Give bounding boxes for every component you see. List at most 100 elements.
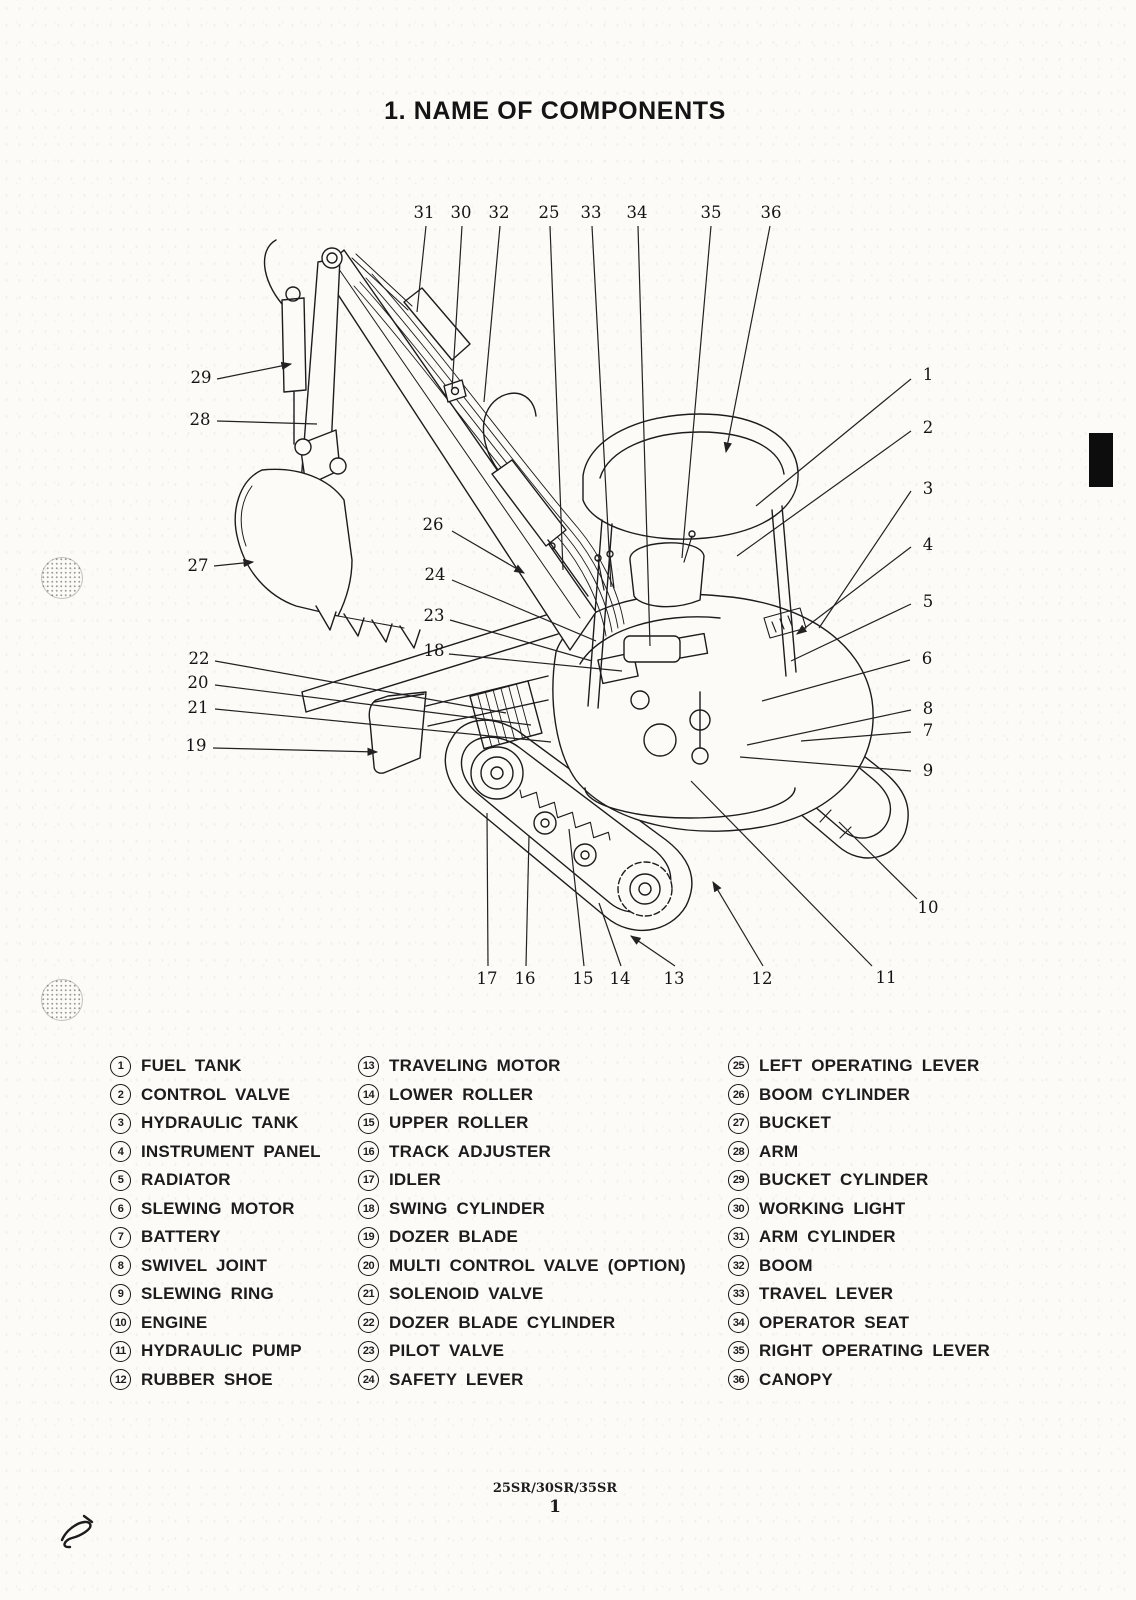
item-number-badge: 18 (358, 1198, 379, 1220)
item-number-badge: 2 (110, 1084, 131, 1106)
item-number-badge: 28 (728, 1141, 749, 1163)
item-label: MULTI CONTROL VALVE (OPTION) (389, 1255, 686, 1275)
callout-number: 20 (187, 672, 209, 692)
item-number-badge: 17 (358, 1169, 379, 1191)
item-label: BUCKET CYLINDER (759, 1170, 929, 1190)
item-number-badge: 34 (728, 1312, 749, 1334)
callout-number: 16 (514, 968, 536, 988)
punch-hole (41, 557, 83, 599)
item-label: SLEWING MOTOR (141, 1198, 295, 1218)
item-number-badge: 5 (110, 1169, 131, 1191)
item-label: UPPER ROLLER (389, 1113, 529, 1133)
machine-drawing (234, 239, 909, 932)
item-label: ENGINE (141, 1312, 208, 1332)
item-number-badge: 8 (110, 1255, 131, 1277)
leader-lines (212, 225, 918, 967)
item-label: INSTRUMENT PANEL (141, 1141, 321, 1161)
item-number-badge: 36 (728, 1369, 749, 1391)
component-item: 13 TRAVELING MOTOR (358, 1052, 686, 1081)
punch-hole (41, 979, 83, 1021)
dozer-blade (368, 675, 549, 774)
bucket (234, 468, 421, 649)
boom (321, 249, 625, 651)
component-item: 15 UPPER ROLLER (358, 1109, 686, 1138)
item-label: FUEL TANK (141, 1056, 242, 1076)
component-item: 10 ENGINE (110, 1309, 321, 1338)
item-label: HYDRAULIC PUMP (141, 1341, 302, 1361)
item-number-badge: 24 (358, 1369, 379, 1391)
item-number-badge: 31 (728, 1226, 749, 1248)
callout-number: 12 (751, 968, 773, 988)
callout-number: 29 (190, 367, 212, 387)
item-label: LEFT OPERATING LEVER (759, 1056, 980, 1076)
item-number-badge: 3 (110, 1112, 131, 1134)
item-label: SLEWING RING (141, 1284, 274, 1304)
item-label: CONTROL VALVE (141, 1084, 291, 1104)
callout-number: 9 (922, 760, 934, 780)
item-label: SWING CYLINDER (389, 1198, 546, 1218)
component-item: 28 ARM (728, 1138, 990, 1167)
item-number-badge: 23 (358, 1340, 379, 1362)
callout-number: 1 (922, 364, 934, 384)
callout-number: 6 (921, 648, 933, 668)
item-label: RADIATOR (141, 1170, 231, 1190)
callout-number: 14 (609, 968, 631, 988)
item-number-badge: 20 (358, 1255, 379, 1277)
page-title: 1. NAME OF COMPONENTS (384, 97, 726, 125)
item-number-badge: 14 (358, 1084, 379, 1106)
callout-number: 17 (476, 968, 498, 988)
component-item: 2 CONTROL VALVE (110, 1081, 321, 1110)
item-number-badge: 26 (728, 1084, 749, 1106)
item-number-badge: 13 (358, 1055, 379, 1077)
callout-number: 36 (760, 202, 782, 222)
item-label: SWIVEL JOINT (141, 1255, 268, 1275)
component-item: 8 SWIVEL JOINT (110, 1252, 321, 1281)
callout-number: 28 (189, 409, 211, 429)
left-track (444, 719, 693, 932)
item-number-badge: 33 (728, 1283, 749, 1305)
callout-number: 4 (922, 534, 934, 554)
chapter-tab-marker (1089, 433, 1113, 487)
component-item: 9 SLEWING RING (110, 1280, 321, 1309)
item-number-badge: 9 (110, 1283, 131, 1305)
component-list-column-3: 25 LEFT OPERATING LEVER 26 BOOM CYLINDER 2… (728, 1052, 990, 1394)
item-number-badge: 10 (110, 1312, 131, 1334)
callout-number: 32 (488, 202, 510, 222)
boom-cylinder (482, 392, 589, 597)
item-number-badge: 16 (358, 1141, 379, 1163)
item-label: TRAVELING MOTOR (389, 1056, 561, 1076)
item-number-badge: 15 (358, 1112, 379, 1134)
callout-number: 26 (422, 514, 444, 534)
callout-number: 15 (572, 968, 594, 988)
callout-number: 24 (424, 564, 446, 584)
callout-number: 25 (538, 202, 560, 222)
item-number-badge: 30 (728, 1198, 749, 1220)
item-label: BOOM (759, 1255, 813, 1275)
item-label: SAFETY LEVER (389, 1369, 524, 1389)
callout-number: 5 (922, 591, 934, 611)
item-number-badge: 25 (728, 1055, 749, 1077)
item-label: OPERATOR SEAT (759, 1312, 910, 1332)
callout-number: 35 (700, 202, 722, 222)
item-label: BUCKET (759, 1113, 832, 1133)
callout-number: 21 (187, 697, 209, 717)
callout-number: 18 (423, 640, 445, 660)
item-label: BOOM CYLINDER (759, 1084, 911, 1104)
item-number-badge: 22 (358, 1312, 379, 1334)
item-label: ARM (759, 1141, 799, 1161)
item-label: LOWER ROLLER (389, 1084, 534, 1104)
item-label: TRAVEL LEVER (759, 1284, 894, 1304)
